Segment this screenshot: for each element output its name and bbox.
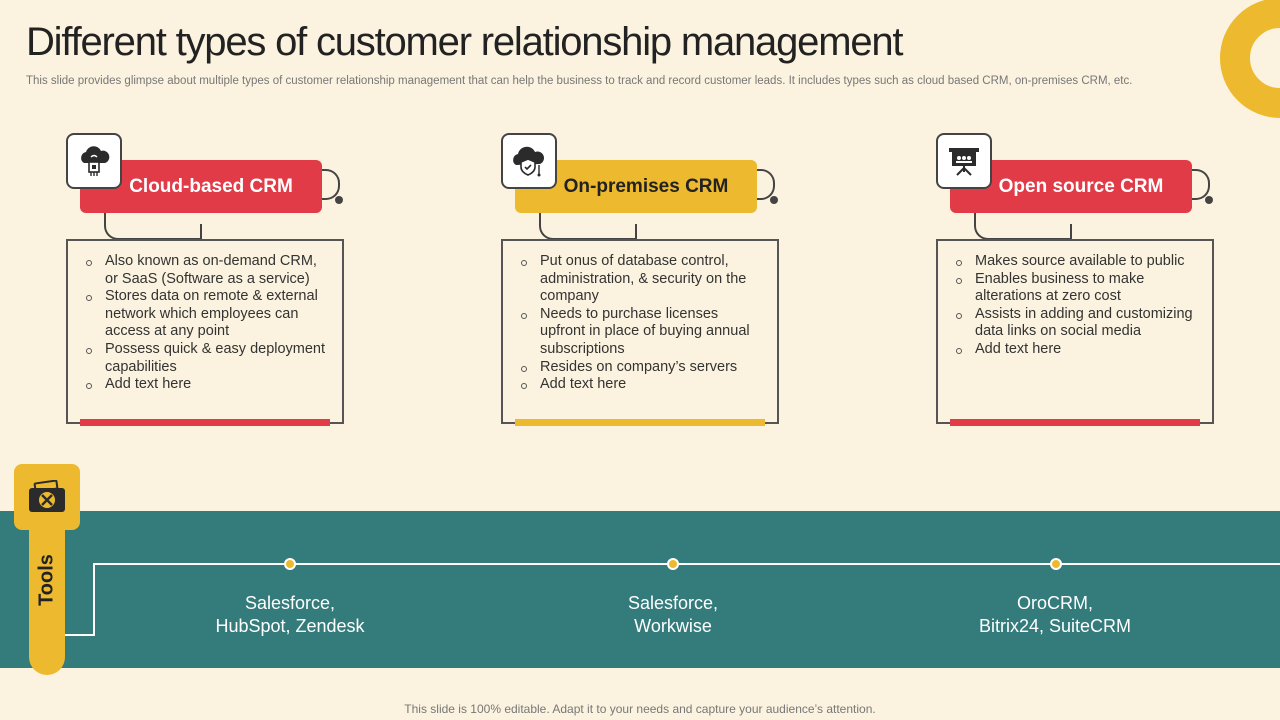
tools-stem <box>29 520 65 675</box>
bullet-item: Enables business to make alterations at … <box>955 271 1198 306</box>
card-accent-bar <box>80 419 330 426</box>
hook-dot <box>770 196 778 204</box>
card-title: Cloud-based CRM <box>129 175 293 197</box>
crm-card-cloud: Cloud-based CRM Also known as on-demand … <box>66 133 356 428</box>
presentation-board-icon <box>936 133 992 189</box>
timeline-line <box>65 634 95 636</box>
hook-line <box>1186 169 1210 200</box>
hook-line <box>316 169 340 200</box>
bullet-item: Possess quick & easy deployment capabili… <box>85 341 328 376</box>
bullet-item: Resides on company’s servers <box>520 359 763 377</box>
bullet-item: Put onus of database control, administra… <box>520 253 763 306</box>
footer-note: This slide is 100% editable. Adapt it to… <box>404 702 876 716</box>
card-description-box: Makes source available to public Enables… <box>936 239 1214 424</box>
cloud-shield-icon <box>501 133 557 189</box>
crm-card-on-premises: On-premises CRM Put onus of database con… <box>501 133 791 428</box>
card-accent-bar <box>950 419 1200 426</box>
hook-line <box>751 169 775 200</box>
connector-line <box>104 213 202 240</box>
timeline-line <box>93 563 95 636</box>
hook-dot <box>335 196 343 204</box>
crm-card-open-source: Open source CRM Makes source available t… <box>936 133 1226 428</box>
timeline-dot <box>284 558 296 570</box>
tools-band <box>0 511 1280 668</box>
card-title: On-premises CRM <box>563 175 729 197</box>
connector-line <box>974 213 1072 240</box>
tools-list-open-source: OroCRM, Bitrix24, SuiteCRM <box>978 593 1132 636</box>
toolbox-icon <box>14 464 80 530</box>
timeline-dot <box>667 558 679 570</box>
timeline-dot <box>1050 558 1062 570</box>
cloud-chip-icon <box>66 133 122 189</box>
page-subtitle: This slide provides glimpse about multip… <box>26 75 1133 87</box>
connector-line <box>1070 224 1072 240</box>
bullet-item: Makes source available to public <box>955 253 1198 271</box>
bullet-item: Stores data on remote & external network… <box>85 288 328 341</box>
bullet-item: Add text here <box>955 341 1198 359</box>
hook-dot <box>1205 196 1213 204</box>
decorative-ring <box>1220 0 1280 118</box>
bullet-item: Add text here <box>85 376 328 394</box>
bullet-item: Also known as on-demand CRM, or SaaS (So… <box>85 253 328 288</box>
card-accent-bar <box>515 419 765 426</box>
tools-list-cloud: Salesforce, HubSpot, Zendesk <box>215 593 365 636</box>
card-title: Open source CRM <box>998 175 1164 197</box>
bullet-item: Assists in adding and customizing data l… <box>955 306 1198 341</box>
connector-line <box>200 224 202 240</box>
bullet-item: Needs to purchase licenses upfront in pl… <box>520 306 763 359</box>
bullet-item: Add text here <box>520 376 763 394</box>
tools-list-on-premises: Salesforce, Workwise <box>627 593 719 636</box>
tools-label: Tools <box>35 554 58 606</box>
card-description-box: Also known as on-demand CRM, or SaaS (So… <box>66 239 344 424</box>
card-description-box: Put onus of database control, administra… <box>501 239 779 424</box>
page-title: Different types of customer relationship… <box>26 20 904 64</box>
connector-line <box>635 224 637 240</box>
card-title-pill: Open source CRM <box>950 160 1192 213</box>
timeline-line <box>93 563 1280 565</box>
connector-line <box>539 213 637 240</box>
